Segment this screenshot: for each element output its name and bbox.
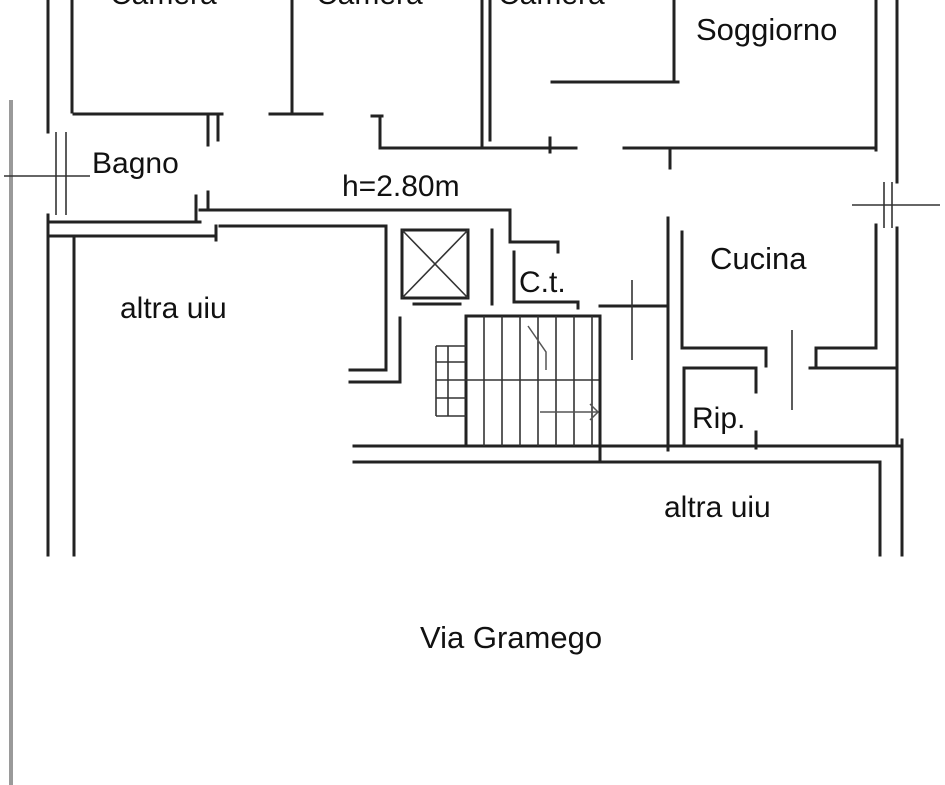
room-label-bagno: Bagno — [92, 147, 179, 180]
room-label-ripostiglio: Rip. — [692, 402, 745, 435]
room-label-centrale-termica: C.t. — [519, 266, 566, 299]
interior-walls — [46, 0, 902, 464]
room-label-cucina: Cucina — [710, 241, 807, 276]
height-annotation: h=2.80m — [342, 170, 460, 203]
outer-walls — [4, 0, 940, 557]
room-label-camera-3: Camera — [498, 0, 605, 11]
label-altra-uiu-bottom: altra uiu — [664, 491, 771, 524]
room-label-camera-2: Camera — [316, 0, 423, 11]
room-label-soggiorno: Soggiorno — [696, 12, 837, 47]
room-label-camera-1: Camera — [110, 0, 217, 11]
street-label: Via Gramego — [420, 620, 602, 655]
label-altra-uiu-left: altra uiu — [120, 292, 227, 325]
staircase — [435, 314, 602, 464]
